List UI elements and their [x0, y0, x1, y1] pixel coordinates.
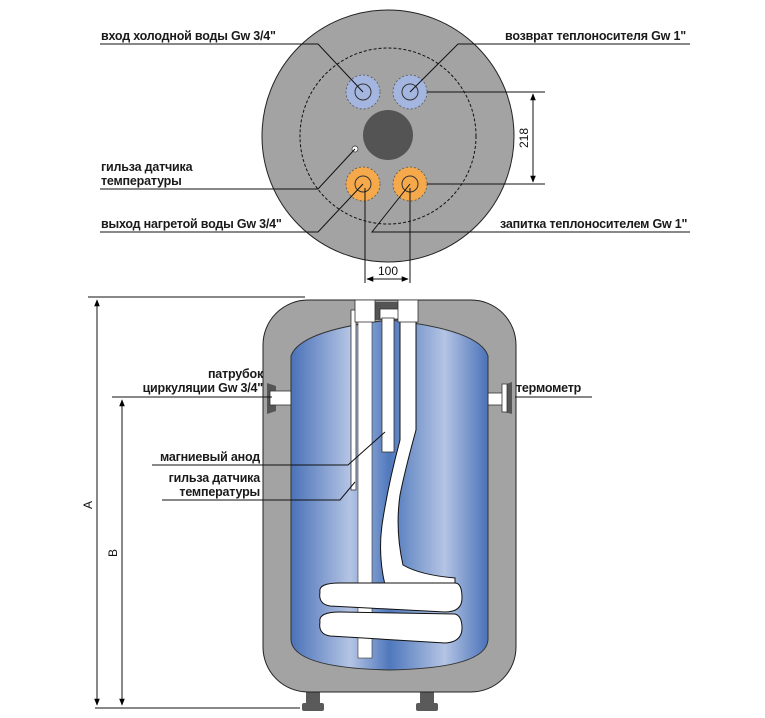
- side-leader-lines: [130, 396, 592, 501]
- label-cold-in: вход холодной воды Gw 3/4": [101, 29, 276, 43]
- circulation-fitting: [269, 390, 293, 406]
- dim-100: 100: [364, 188, 411, 283]
- label-sensor-sleeve-top-2: температуры: [101, 174, 182, 188]
- dim-a: A: [81, 296, 305, 706]
- top-view: 218 100: [100, 9, 690, 283]
- label-return: возврат теплоносителя Gw 1": [505, 29, 686, 43]
- thermometer-stem: [485, 392, 505, 406]
- label-thermometer: термометр: [516, 381, 582, 395]
- sensor-sleeve-tube: [350, 309, 357, 491]
- top-dashed-circle: [299, 47, 477, 225]
- label-sensor-sleeve-side-2: температуры: [179, 485, 260, 499]
- label-sensor-sleeve-side-1: гильза датчика: [168, 471, 261, 485]
- label-anode: магниевый анод: [159, 450, 260, 464]
- label-circulation-1: патрубок: [207, 367, 263, 381]
- magnesium-anode: [381, 317, 395, 453]
- label-supply: запитка теплоносителем Gw 1": [500, 217, 688, 231]
- dim-b: B: [95, 396, 300, 709]
- center-flange: [363, 110, 413, 160]
- side-view: A B: [81, 296, 592, 711]
- coil-connector: [397, 299, 419, 323]
- label-circulation-2: циркуляции Gw 3/4": [142, 381, 264, 395]
- dim-a-label: A: [81, 501, 95, 509]
- dim-b-label: B: [106, 549, 120, 557]
- dim-100-label: 100: [378, 264, 398, 278]
- heating-coil: [319, 582, 463, 644]
- hot-out-connector: [354, 299, 376, 323]
- dim-218-label: 218: [517, 128, 531, 148]
- dim-218: 218: [427, 91, 545, 185]
- label-sensor-sleeve-top-1: гильза датчика: [101, 160, 193, 174]
- label-hot-out: выход нагретой воды Gw 3/4": [101, 217, 282, 231]
- thermometer-head: [501, 383, 508, 413]
- top-leader-lines: [100, 43, 690, 233]
